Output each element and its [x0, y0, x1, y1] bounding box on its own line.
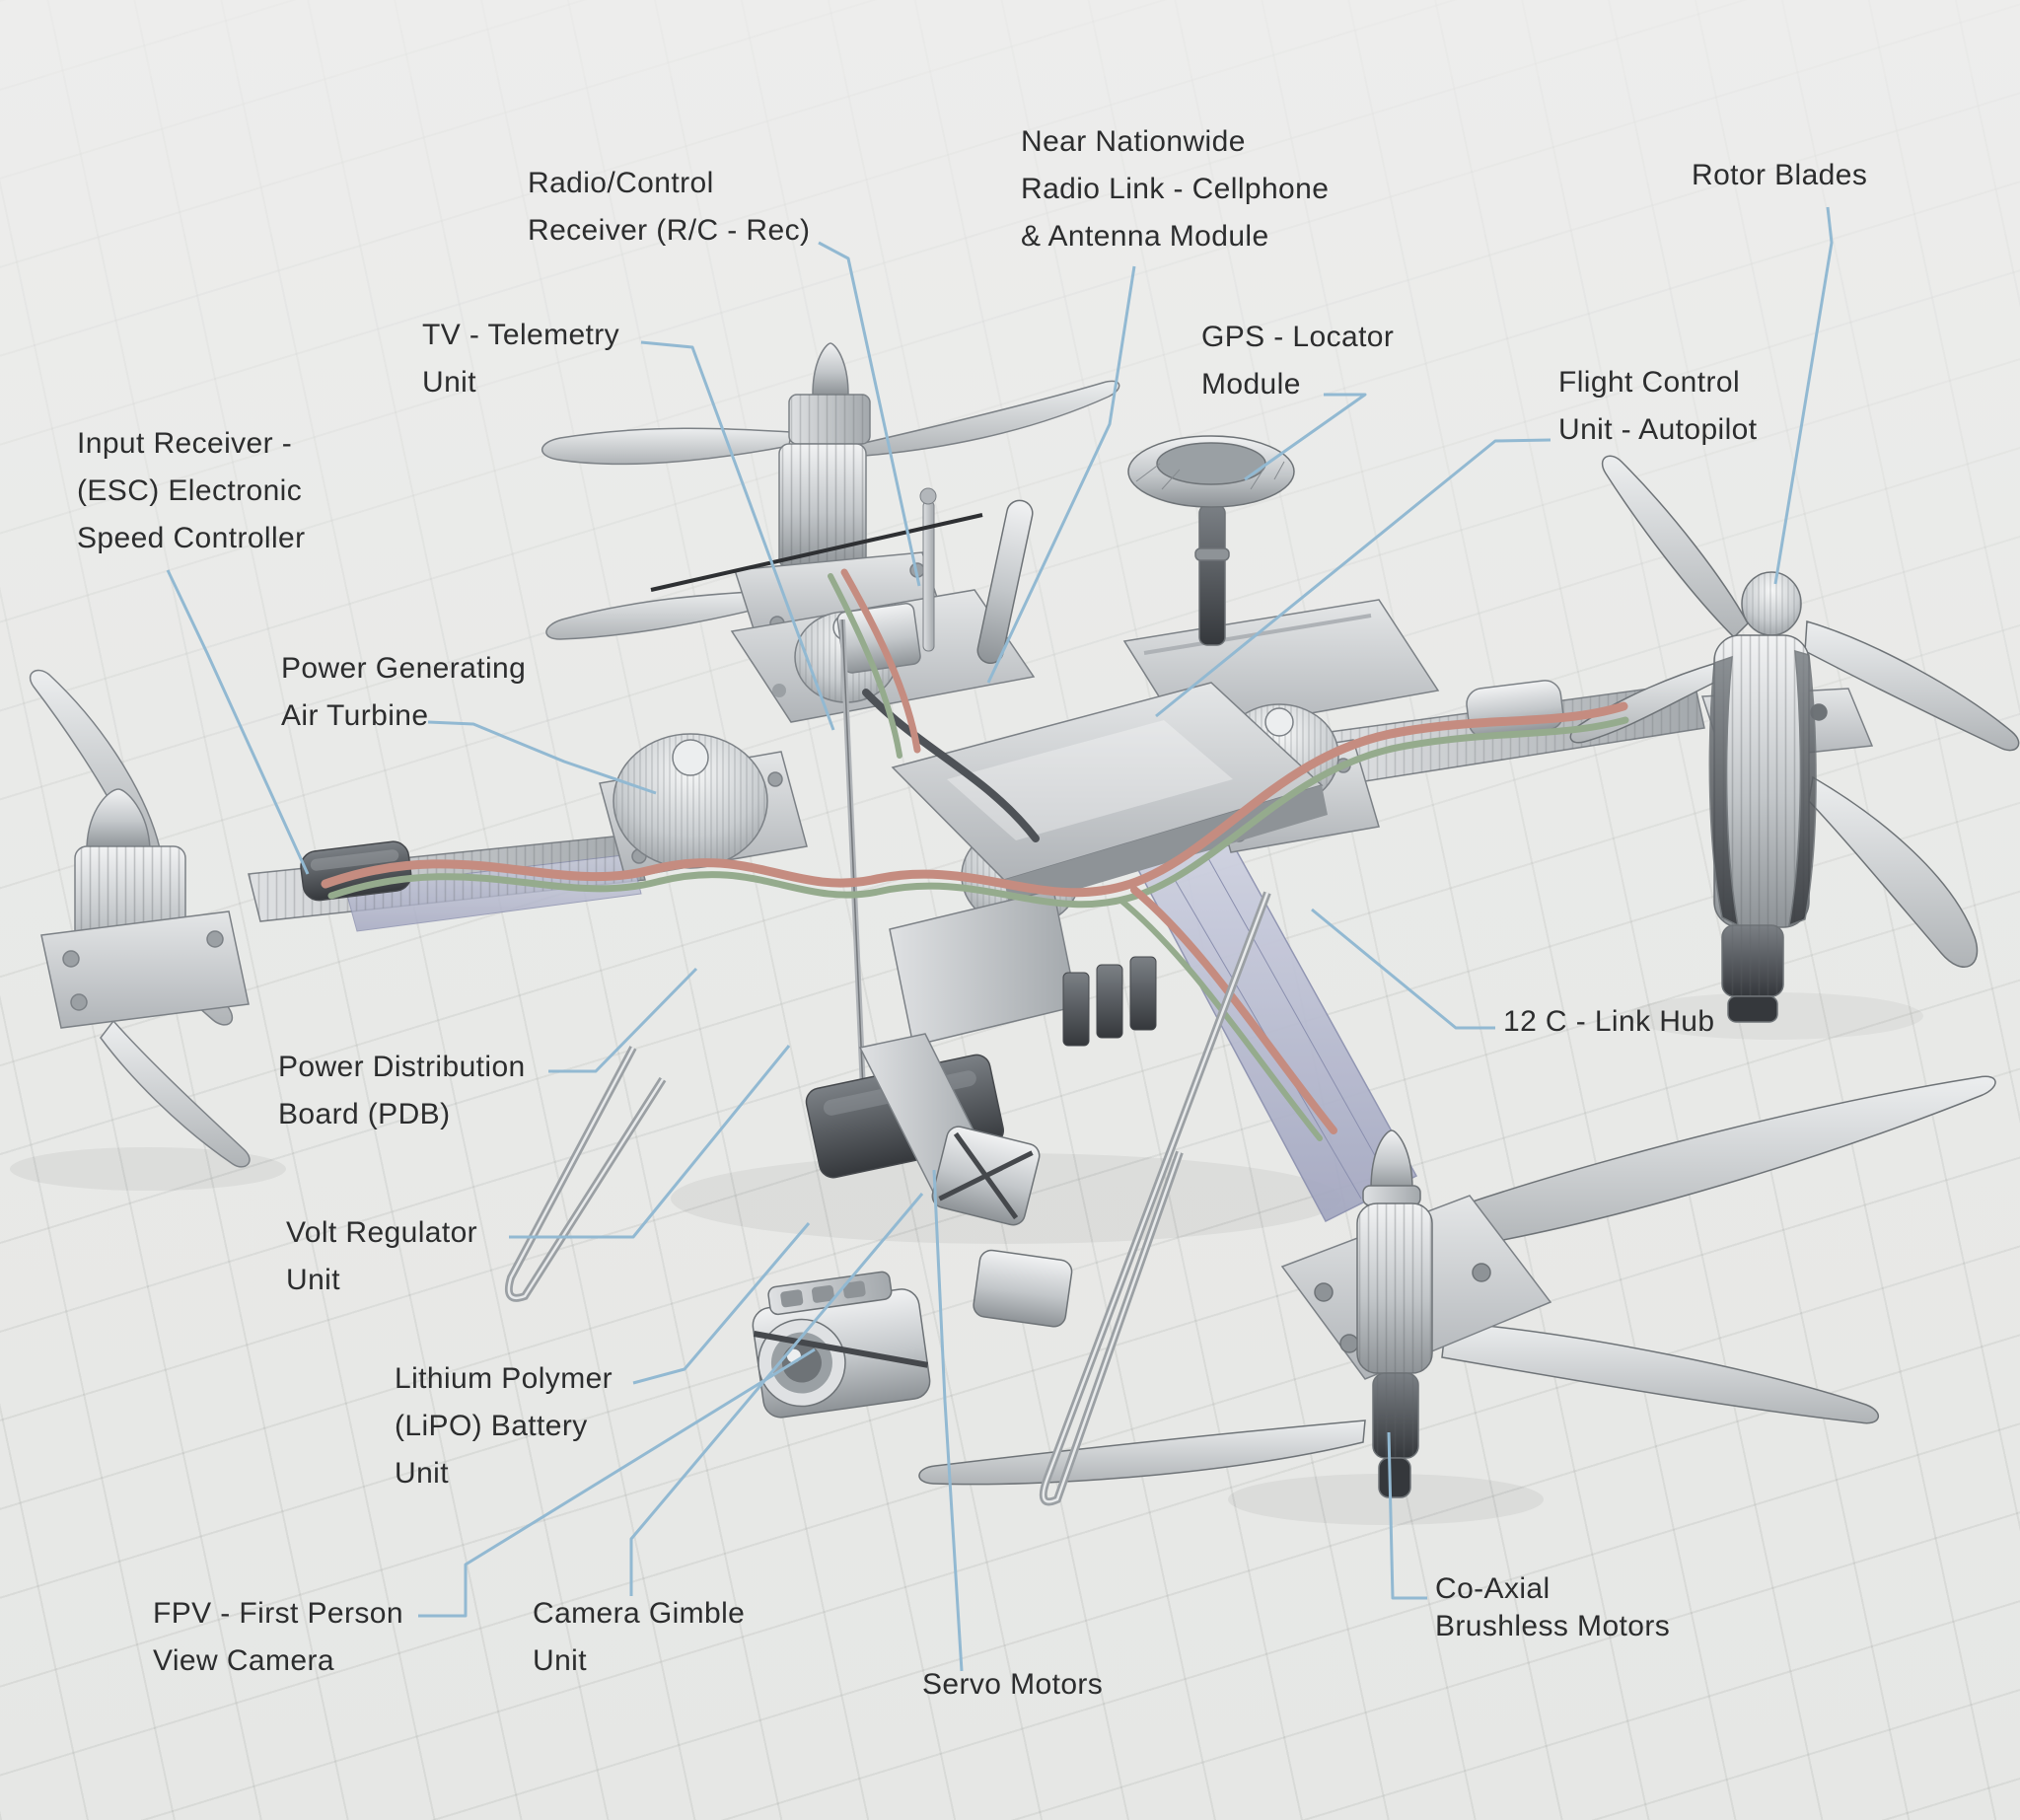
- label-power-distribution-board: Power Distribution Board (PDB): [278, 1051, 526, 1130]
- leader-radio-control-receiver: [818, 241, 921, 587]
- label-servo-motors: Servo Motors: [922, 1668, 1104, 1701]
- label-rotor-blades: Rotor Blades: [1692, 159, 1868, 191]
- leader-volt-regulator-unit: [509, 1045, 791, 1239]
- flight-controller-plate: [891, 682, 1328, 910]
- antenna-mast: [919, 487, 937, 652]
- link-hub-block: [889, 889, 1157, 1047]
- rotor-left-spinner-cone: [86, 788, 151, 849]
- label-i2c-link-hub: 12 C - Link Hub: [1503, 1005, 1715, 1038]
- landing-gear: [504, 891, 1271, 1506]
- whip-antenna: [650, 513, 983, 592]
- blade-antenna: [976, 499, 1034, 664]
- label-fpv-first-person-view-camera: FPV - First Person View Camera: [153, 1597, 403, 1677]
- label-camera-gimble-unit: Camera Gimble Unit: [533, 1597, 746, 1677]
- landing-leg-left: [504, 1046, 667, 1302]
- label-co-axial-brushless-motors: Co-Axial Brushless Motors: [1435, 1572, 1671, 1642]
- wiring-harness: [321, 568, 1629, 1141]
- rotor-right: [1569, 455, 2020, 1023]
- label-input-receiver-esc: Input Receiver - (ESC) Electronic Speed …: [77, 427, 306, 554]
- leader-gps-locator-module: [1244, 393, 1367, 481]
- label-volt-regulator-unit: Volt Regulator Unit: [286, 1216, 478, 1296]
- leader-lithium-polymer-battery: [632, 1222, 811, 1385]
- rotor-right-blade-upright: [1804, 620, 2020, 752]
- rotor-left-mount-plate: [40, 910, 250, 1029]
- label-lithium-polymer-battery-unit: Lithium Polymer (LiPO) Battery Unit: [395, 1362, 613, 1490]
- rotor-right-blade-upleft: [1601, 455, 1749, 639]
- label-tv-telemetry-unit: TV - Telemetry Unit: [422, 319, 620, 399]
- rotor-left-blade-down: [100, 1019, 251, 1168]
- fpv-camera: [752, 1271, 931, 1419]
- leader-servo-motors: [932, 1169, 964, 1672]
- leader-fpv-camera: [418, 1347, 816, 1618]
- leader-flight-control-unit: [1155, 438, 1551, 718]
- leader-co-axial-brushless-motors: [1387, 1431, 1427, 1600]
- rotor-bottom-blade-right: [1441, 1321, 1879, 1424]
- leader-power-generating-air-turbine: [427, 720, 657, 795]
- label-power-generating-air-turbine: Power Generating Air Turbine: [281, 652, 527, 732]
- payload-cluster: [752, 1033, 1073, 1419]
- rotor-top-blade-right: [859, 380, 1120, 457]
- leader-rotor-blades: [1773, 206, 1834, 585]
- label-flight-control-unit-autopilot: Flight Control Unit - Autopilot: [1558, 366, 1758, 446]
- gps-antenna: [1127, 435, 1295, 646]
- rotor-top-blade-left: [541, 427, 792, 466]
- servo-motor-lower: [973, 1249, 1073, 1328]
- left-arm: [248, 834, 646, 932]
- label-radio-control-receiver: Radio/Control Receiver (R/C - Rec): [528, 167, 811, 247]
- rotor-bottom-lowprop-blade: [918, 1420, 1366, 1486]
- leader-input-receiver-esc: [166, 569, 310, 875]
- rotor-bottom-spinner-cone: [1370, 1129, 1413, 1191]
- rotor-left: [29, 669, 251, 1168]
- label-gps-locator-module: GPS - Locator Module: [1201, 321, 1395, 400]
- servo-motor-upper: [931, 1126, 1041, 1226]
- rotor-bottom: [918, 1075, 1996, 1498]
- rotor-top-spinner-cone: [812, 342, 849, 396]
- leader-lines: [166, 206, 1834, 1672]
- leader-i2c-link-hub: [1311, 908, 1495, 1030]
- air-turbine-dome-left: [613, 733, 768, 869]
- rotor-right-blade-right: [1808, 775, 1979, 968]
- label-near-nationwide-radio-link: Near Nationwide Radio Link - Cellphone &…: [1021, 125, 1330, 253]
- leader-power-distribution-board: [548, 967, 698, 1073]
- leader-near-nationwide-radio-link: [986, 265, 1136, 684]
- leader-camera-gimble-unit: [629, 1193, 924, 1596]
- leader-tv-telemetry-unit: [640, 340, 835, 731]
- rotor-top-lower-blade: [545, 589, 782, 640]
- rotor-bottom-blade-upright: [1431, 1075, 1996, 1252]
